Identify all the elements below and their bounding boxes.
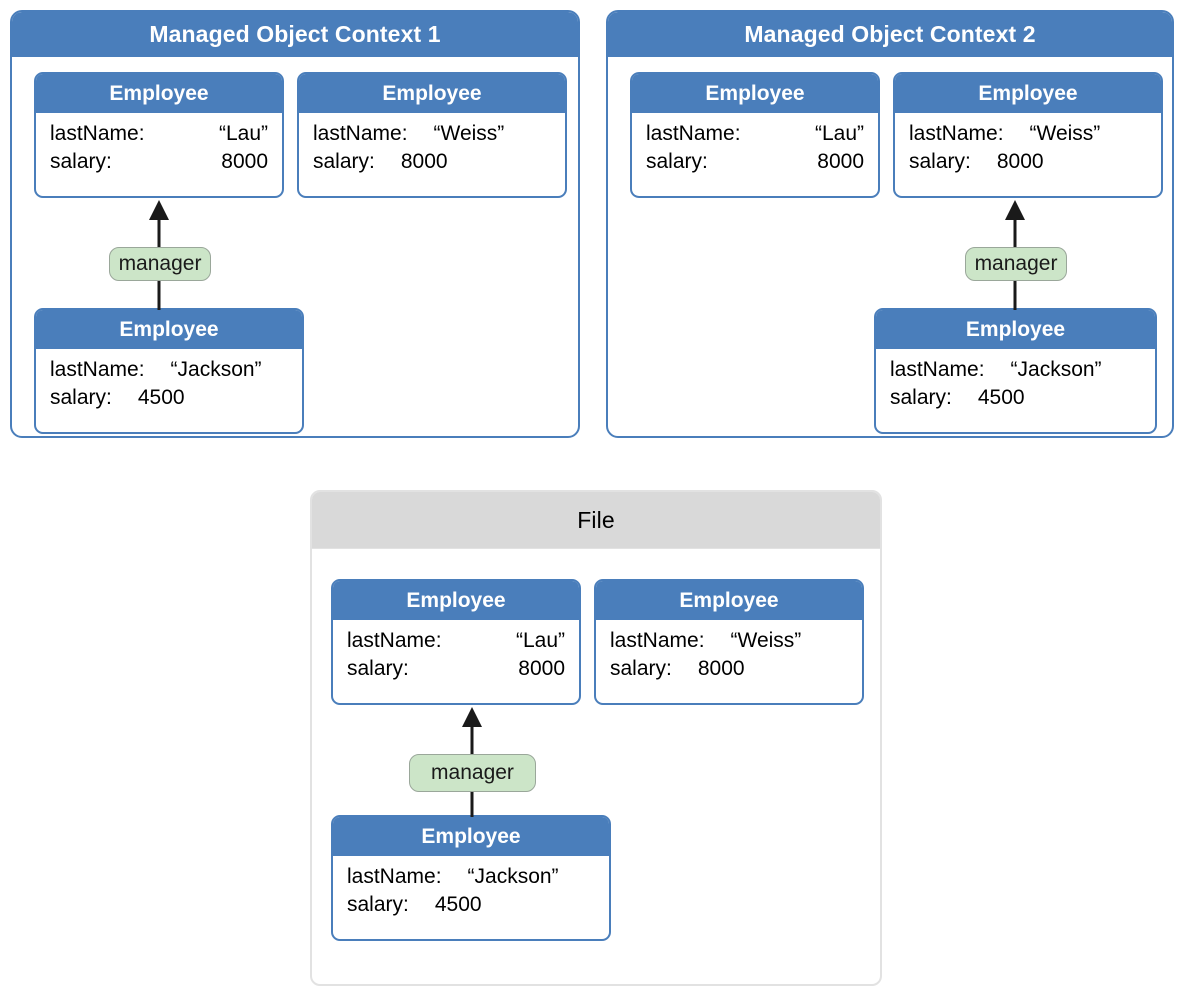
relationship-label-text: manager: [974, 252, 1058, 275]
managed-object-context-2-panel: Managed Object Context 2 Employee lastNa…: [606, 10, 1174, 438]
entity-title: Employee: [876, 310, 1155, 349]
attribute-row-salary: salary: 8000: [610, 655, 848, 683]
context-2-body: Employee lastName: “Lau” salary: 8000 Em…: [608, 57, 1172, 436]
attribute-row-salary: salary: 8000: [909, 148, 1147, 176]
attribute-key: salary:: [347, 892, 409, 916]
attribute-value: “Weiss”: [1029, 122, 1101, 145]
relationship-label-manager[interactable]: manager: [109, 247, 211, 281]
entity-employee-jackson[interactable]: Employee lastName: “Jackson” salary: 450…: [34, 308, 304, 434]
entity-attributes: lastName: “Weiss” salary: 8000: [596, 620, 862, 692]
attribute-row-lastname: lastName: “Weiss”: [909, 120, 1147, 148]
attribute-row-lastname: lastName: “Jackson”: [347, 863, 595, 891]
context-1-title: Managed Object Context 1: [12, 12, 578, 57]
entity-employee-lau[interactable]: Employee lastName: “Lau” salary: 8000: [630, 72, 880, 198]
file-body: Employee lastName: “Lau” salary: 8000 Em…: [312, 549, 880, 984]
entity-title: Employee: [299, 74, 565, 113]
attribute-key: salary:: [313, 149, 375, 173]
attribute-value: “Jackson”: [467, 865, 559, 888]
attribute-value: 8000: [817, 149, 864, 173]
attribute-value: 8000: [518, 656, 565, 680]
attribute-value: 8000: [400, 149, 448, 173]
attribute-row-lastname: lastName: “Lau”: [50, 120, 268, 148]
entity-attributes: lastName: “Weiss” salary: 8000: [895, 113, 1161, 185]
entity-employee-weiss[interactable]: Employee lastName: “Weiss” salary: 8000: [893, 72, 1163, 198]
entity-employee-jackson[interactable]: Employee lastName: “Jackson” salary: 450…: [331, 815, 611, 941]
relationship-label-manager[interactable]: manager: [965, 247, 1067, 281]
entity-attributes: lastName: “Jackson” salary: 4500: [333, 856, 609, 928]
entity-title: Employee: [596, 581, 862, 620]
context-2-title: Managed Object Context 2: [608, 12, 1172, 57]
arrowhead-icon: [1005, 200, 1025, 220]
entity-attributes: lastName: “Lau” salary: 8000: [333, 620, 579, 692]
attribute-key: lastName:: [313, 122, 408, 145]
attribute-value: “Weiss”: [730, 629, 802, 652]
attribute-value: 4500: [977, 385, 1025, 409]
attribute-row-lastname: lastName: “Jackson”: [50, 356, 288, 384]
entity-attributes: lastName: “Jackson” salary: 4500: [36, 349, 302, 421]
attribute-row-salary: salary: 8000: [347, 655, 565, 683]
attribute-row-salary: salary: 8000: [50, 148, 268, 176]
attribute-value: 4500: [434, 892, 482, 916]
arrowhead-icon: [149, 200, 169, 220]
attribute-row-lastname: lastName: “Jackson”: [890, 356, 1141, 384]
attribute-value: 8000: [697, 656, 745, 680]
attribute-row-lastname: lastName: “Lau”: [646, 120, 864, 148]
arrowhead-icon: [462, 707, 482, 727]
attribute-key: lastName:: [347, 865, 442, 888]
relationship-label-text: manager: [118, 252, 202, 275]
file-title: File: [312, 492, 880, 549]
attribute-value: “Lau”: [218, 122, 268, 145]
attribute-key: salary:: [610, 656, 672, 680]
attribute-row-salary: salary: 4500: [347, 891, 595, 919]
attribute-value: 4500: [137, 385, 185, 409]
attribute-value: “Weiss”: [433, 122, 505, 145]
attribute-key: salary:: [347, 656, 409, 680]
entity-attributes: lastName: “Lau” salary: 8000: [36, 113, 282, 185]
attribute-value: “Jackson”: [1010, 358, 1102, 381]
attribute-value: 8000: [221, 149, 268, 173]
attribute-key: lastName:: [890, 358, 985, 381]
entity-attributes: lastName: “Weiss” salary: 8000: [299, 113, 565, 185]
entity-employee-weiss[interactable]: Employee lastName: “Weiss” salary: 8000: [594, 579, 864, 705]
attribute-key: salary:: [646, 149, 708, 173]
context-1-body: Employee lastName: “Lau” salary: 8000 Em…: [12, 57, 578, 436]
attribute-key: lastName:: [909, 122, 1004, 145]
relationship-label-manager[interactable]: manager: [409, 754, 536, 792]
attribute-value: 8000: [996, 149, 1044, 173]
attribute-key: salary:: [50, 149, 112, 173]
attribute-row-salary: salary: 8000: [646, 148, 864, 176]
attribute-row-salary: salary: 4500: [50, 384, 288, 412]
attribute-row-salary: salary: 8000: [313, 148, 551, 176]
entity-attributes: lastName: “Jackson” salary: 4500: [876, 349, 1155, 421]
attribute-row-salary: salary: 4500: [890, 384, 1141, 412]
entity-title: Employee: [333, 817, 609, 856]
attribute-key: lastName:: [646, 122, 741, 145]
entity-title: Employee: [333, 581, 579, 620]
entity-title: Employee: [632, 74, 878, 113]
entity-employee-lau[interactable]: Employee lastName: “Lau” salary: 8000: [331, 579, 581, 705]
entity-employee-lau[interactable]: Employee lastName: “Lau” salary: 8000: [34, 72, 284, 198]
entity-attributes: lastName: “Lau” salary: 8000: [632, 113, 878, 185]
attribute-row-lastname: lastName: “Weiss”: [313, 120, 551, 148]
attribute-key: lastName:: [347, 629, 442, 652]
entity-title: Employee: [36, 310, 302, 349]
attribute-key: lastName:: [50, 122, 145, 145]
file-panel: File Employee lastName: “Lau” salary: 80…: [310, 490, 882, 986]
relationship-label-text: manager: [431, 761, 514, 784]
attribute-key: lastName:: [610, 629, 705, 652]
attribute-row-lastname: lastName: “Weiss”: [610, 627, 848, 655]
attribute-row-lastname: lastName: “Lau”: [347, 627, 565, 655]
entity-employee-jackson[interactable]: Employee lastName: “Jackson” salary: 450…: [874, 308, 1157, 434]
attribute-key: salary:: [909, 149, 971, 173]
entity-title: Employee: [36, 74, 282, 113]
attribute-value: “Lau”: [814, 122, 864, 145]
attribute-value: “Lau”: [515, 629, 565, 652]
entity-employee-weiss[interactable]: Employee lastName: “Weiss” salary: 8000: [297, 72, 567, 198]
attribute-value: “Jackson”: [170, 358, 262, 381]
attribute-key: salary:: [890, 385, 952, 409]
attribute-key: lastName:: [50, 358, 145, 381]
managed-object-context-1-panel: Managed Object Context 1 Employee lastNa…: [10, 10, 580, 438]
attribute-key: salary:: [50, 385, 112, 409]
entity-title: Employee: [895, 74, 1161, 113]
